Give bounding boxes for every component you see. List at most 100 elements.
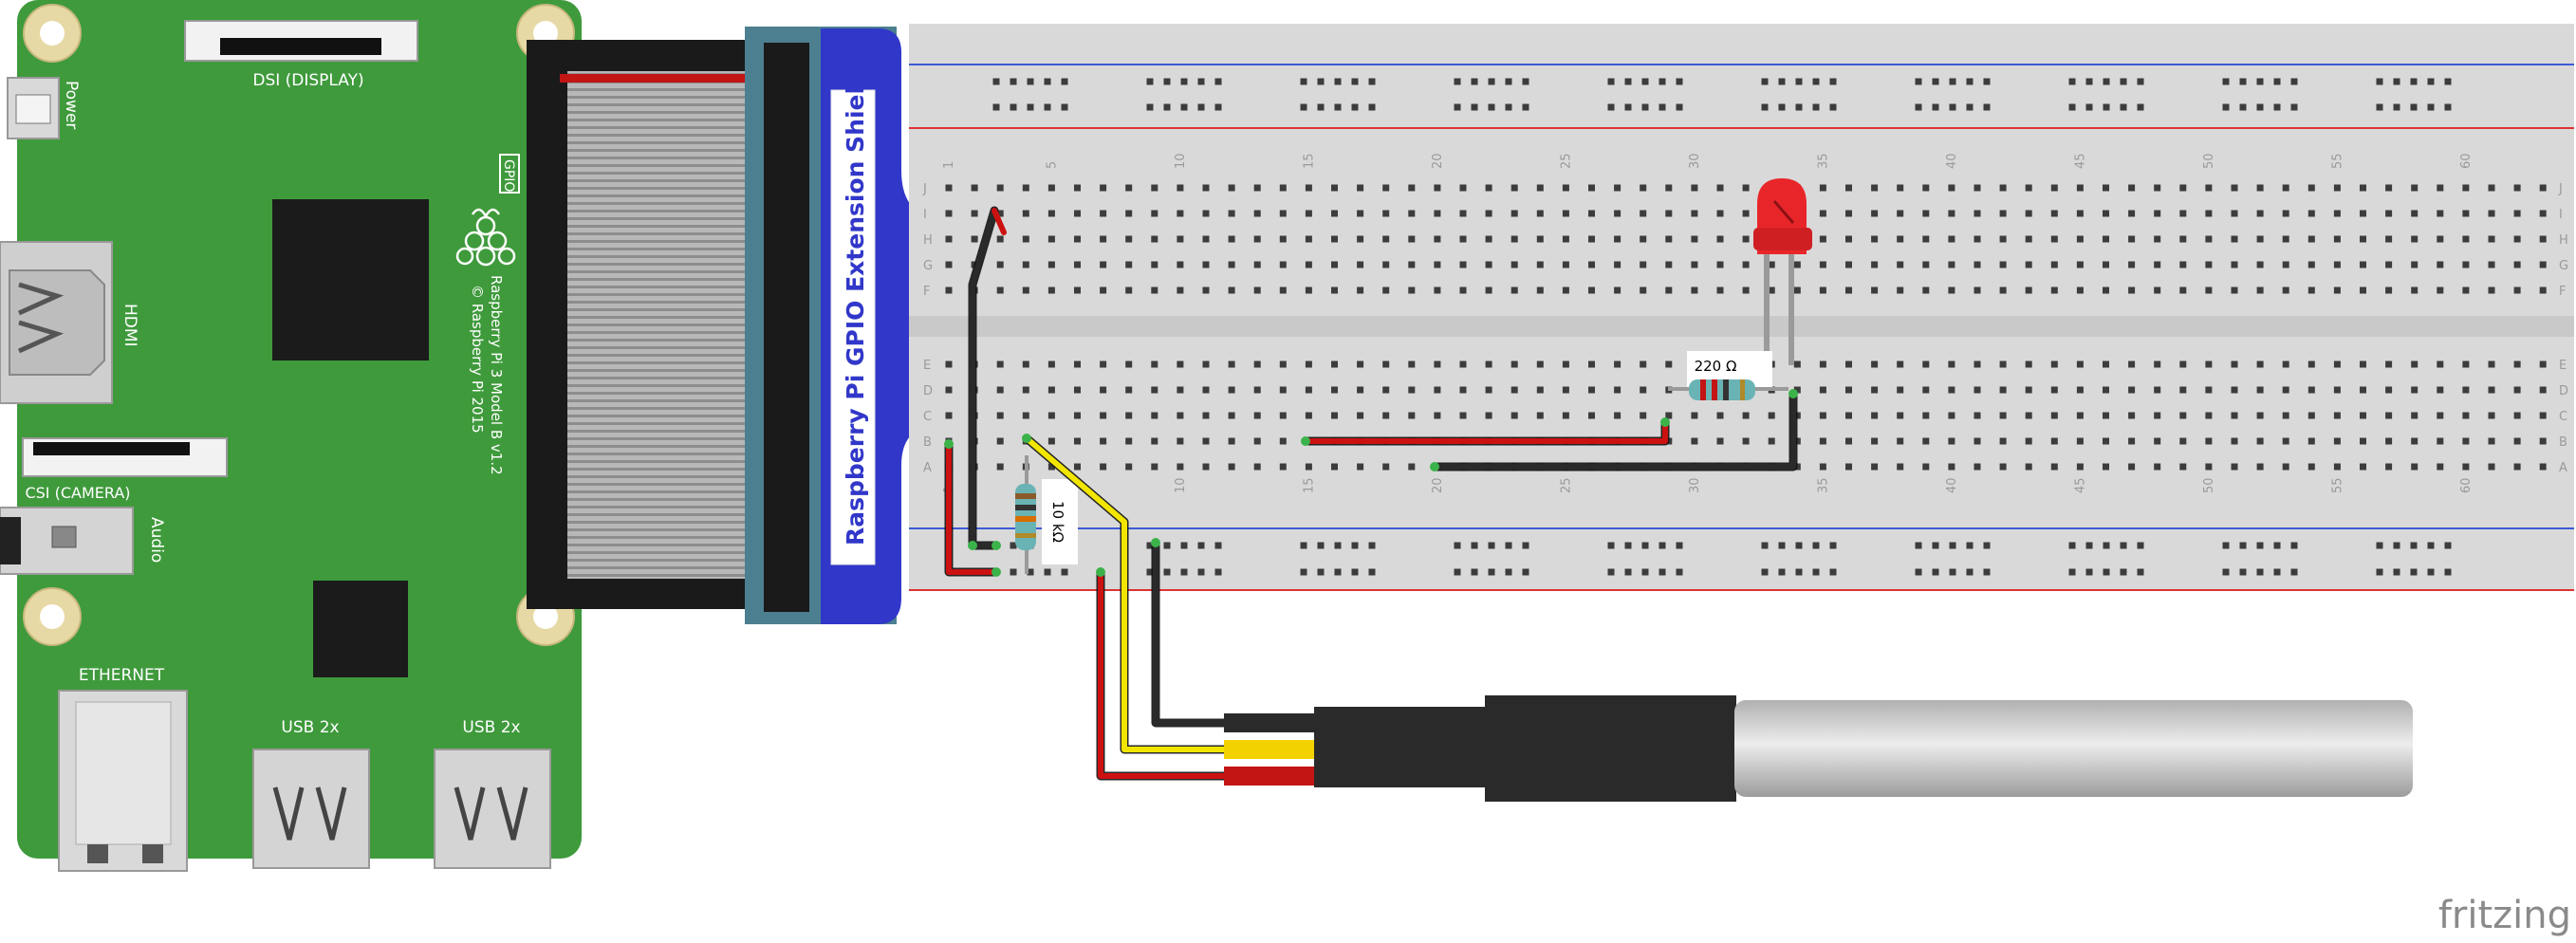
breadboard-hole [2385, 412, 2393, 419]
breadboard-hole [1408, 463, 1416, 471]
breadboard-hole [1845, 437, 1852, 445]
breadboard-hole [2539, 437, 2547, 445]
breadboard-hole [1047, 386, 1055, 394]
breadboard-hole [1819, 412, 1826, 419]
rail-hole [1351, 568, 1359, 576]
rail-hole [1812, 542, 1820, 549]
breadboard-hole [1228, 437, 1235, 445]
breadboard-hole [2333, 287, 2341, 294]
usb-lan-chip [313, 581, 408, 677]
fritzing-watermark: fritzing [2438, 894, 2571, 937]
rail-hole [1505, 78, 1512, 85]
breadboard-hole [1819, 437, 1826, 445]
breadboard-hole [1228, 235, 1235, 243]
rail-hole [2376, 568, 2383, 576]
breadboard-hole [1716, 412, 1724, 419]
rail-hole [2444, 542, 2452, 549]
rail-hole [1010, 78, 1017, 85]
breadboard-hole [1459, 412, 1467, 419]
column-number-bottom: 40 [1945, 477, 1959, 493]
row-letter: C [2559, 410, 2567, 424]
breadboard-hole [2539, 261, 2547, 268]
resistor-10k-label: 10 kΩ [1049, 501, 1066, 543]
column-number-bottom: 20 [1431, 477, 1445, 493]
breadboard-hole [1922, 412, 1930, 419]
breadboard-hole [1100, 184, 1107, 192]
rail-hole [2120, 568, 2127, 576]
breadboard-hole [2539, 463, 2547, 471]
breadboard-hole [1177, 437, 1184, 445]
breadboard-hole [1151, 463, 1158, 471]
ribbon [560, 71, 769, 579]
breadboard-hole [1151, 210, 1158, 217]
breadboard-hole [1691, 261, 1698, 268]
rail-hole [1505, 568, 1512, 576]
breadboard-hole [1691, 437, 1698, 445]
breadboard-hole [1922, 184, 1930, 192]
breadboard-hole [1897, 361, 1904, 368]
rail-hole [1829, 568, 1837, 576]
rail-hole [2427, 568, 2435, 576]
row-letter: A [2559, 461, 2567, 475]
raspberry-pi-board: DSI (DISPLAY) Power HDMI CSI (CAMERA) Au… [0, 0, 582, 872]
breadboard-hole [1047, 235, 1055, 243]
rail-hole [2393, 542, 2400, 549]
breadboard-hole [2179, 361, 2187, 368]
breadboard-hole [1716, 235, 1724, 243]
breadboard-hole [2256, 210, 2264, 217]
usb2-label: USB 2x [462, 718, 520, 737]
rail-hole [2290, 78, 2298, 85]
rail-hole [2222, 78, 2230, 85]
rail-hole [1778, 542, 1786, 549]
red-wire-sensor-vcc [1098, 569, 1236, 779]
breadboard-hole [1459, 386, 1467, 394]
column-number-bottom: 30 [1688, 477, 1702, 493]
breadboard-hole [1768, 437, 1775, 445]
rail-hole [1983, 568, 1991, 576]
breadboard-hole [1999, 287, 2007, 294]
breadboard-hole [2307, 287, 2315, 294]
breadboard-hole [1845, 361, 1852, 368]
breadboard-hole [2025, 235, 2032, 243]
breadboard-hole [2411, 287, 2418, 294]
breadboard-hole [1408, 210, 1416, 217]
breadboard-hole [1999, 210, 2007, 217]
rail-hole [1659, 568, 1666, 576]
breadboard-hole [1100, 210, 1107, 217]
breadboard-hole [2050, 361, 2058, 368]
breadboard-hole [2385, 361, 2393, 368]
breadboard-hole [1074, 210, 1081, 217]
rail-hole [1522, 78, 1529, 85]
breadboard-hole [2488, 210, 2495, 217]
breadboard-hole [2128, 261, 2136, 268]
breadboard-hole [1742, 261, 1750, 268]
power-label: Power [62, 81, 81, 129]
breadboard-hole [1536, 210, 1544, 217]
breadboard-hole [1665, 235, 1673, 243]
breadboard-hole [2360, 361, 2366, 368]
rail-hole [2256, 103, 2264, 111]
rail-hole [1368, 542, 1376, 549]
breadboard-hole [1536, 386, 1544, 394]
breadboard-hole [1125, 437, 1133, 445]
breadboard-hole [1279, 261, 1287, 268]
breadboard-hole [1510, 184, 1518, 192]
rail-hole [2376, 103, 2383, 111]
breadboard-hole [1974, 287, 1981, 294]
breadboard-hole [2103, 463, 2109, 471]
breadboard-hole [1074, 235, 1081, 243]
row-letter: J [2558, 182, 2563, 196]
breadboard-hole [2539, 210, 2547, 217]
breadboard-hole [1331, 386, 1338, 394]
breadboard-hole [2256, 386, 2264, 394]
rail-hole [2290, 568, 2298, 576]
breadboard-hole [1253, 412, 1261, 419]
rail-hole [1027, 103, 1034, 111]
breadboard-hole [1588, 184, 1595, 192]
breadboard-hole [1177, 361, 1184, 368]
rail-hole [1624, 78, 1632, 85]
breadboard-hole [2076, 184, 2084, 192]
breadboard-hole [1331, 287, 1338, 294]
rail-hole [1659, 542, 1666, 549]
